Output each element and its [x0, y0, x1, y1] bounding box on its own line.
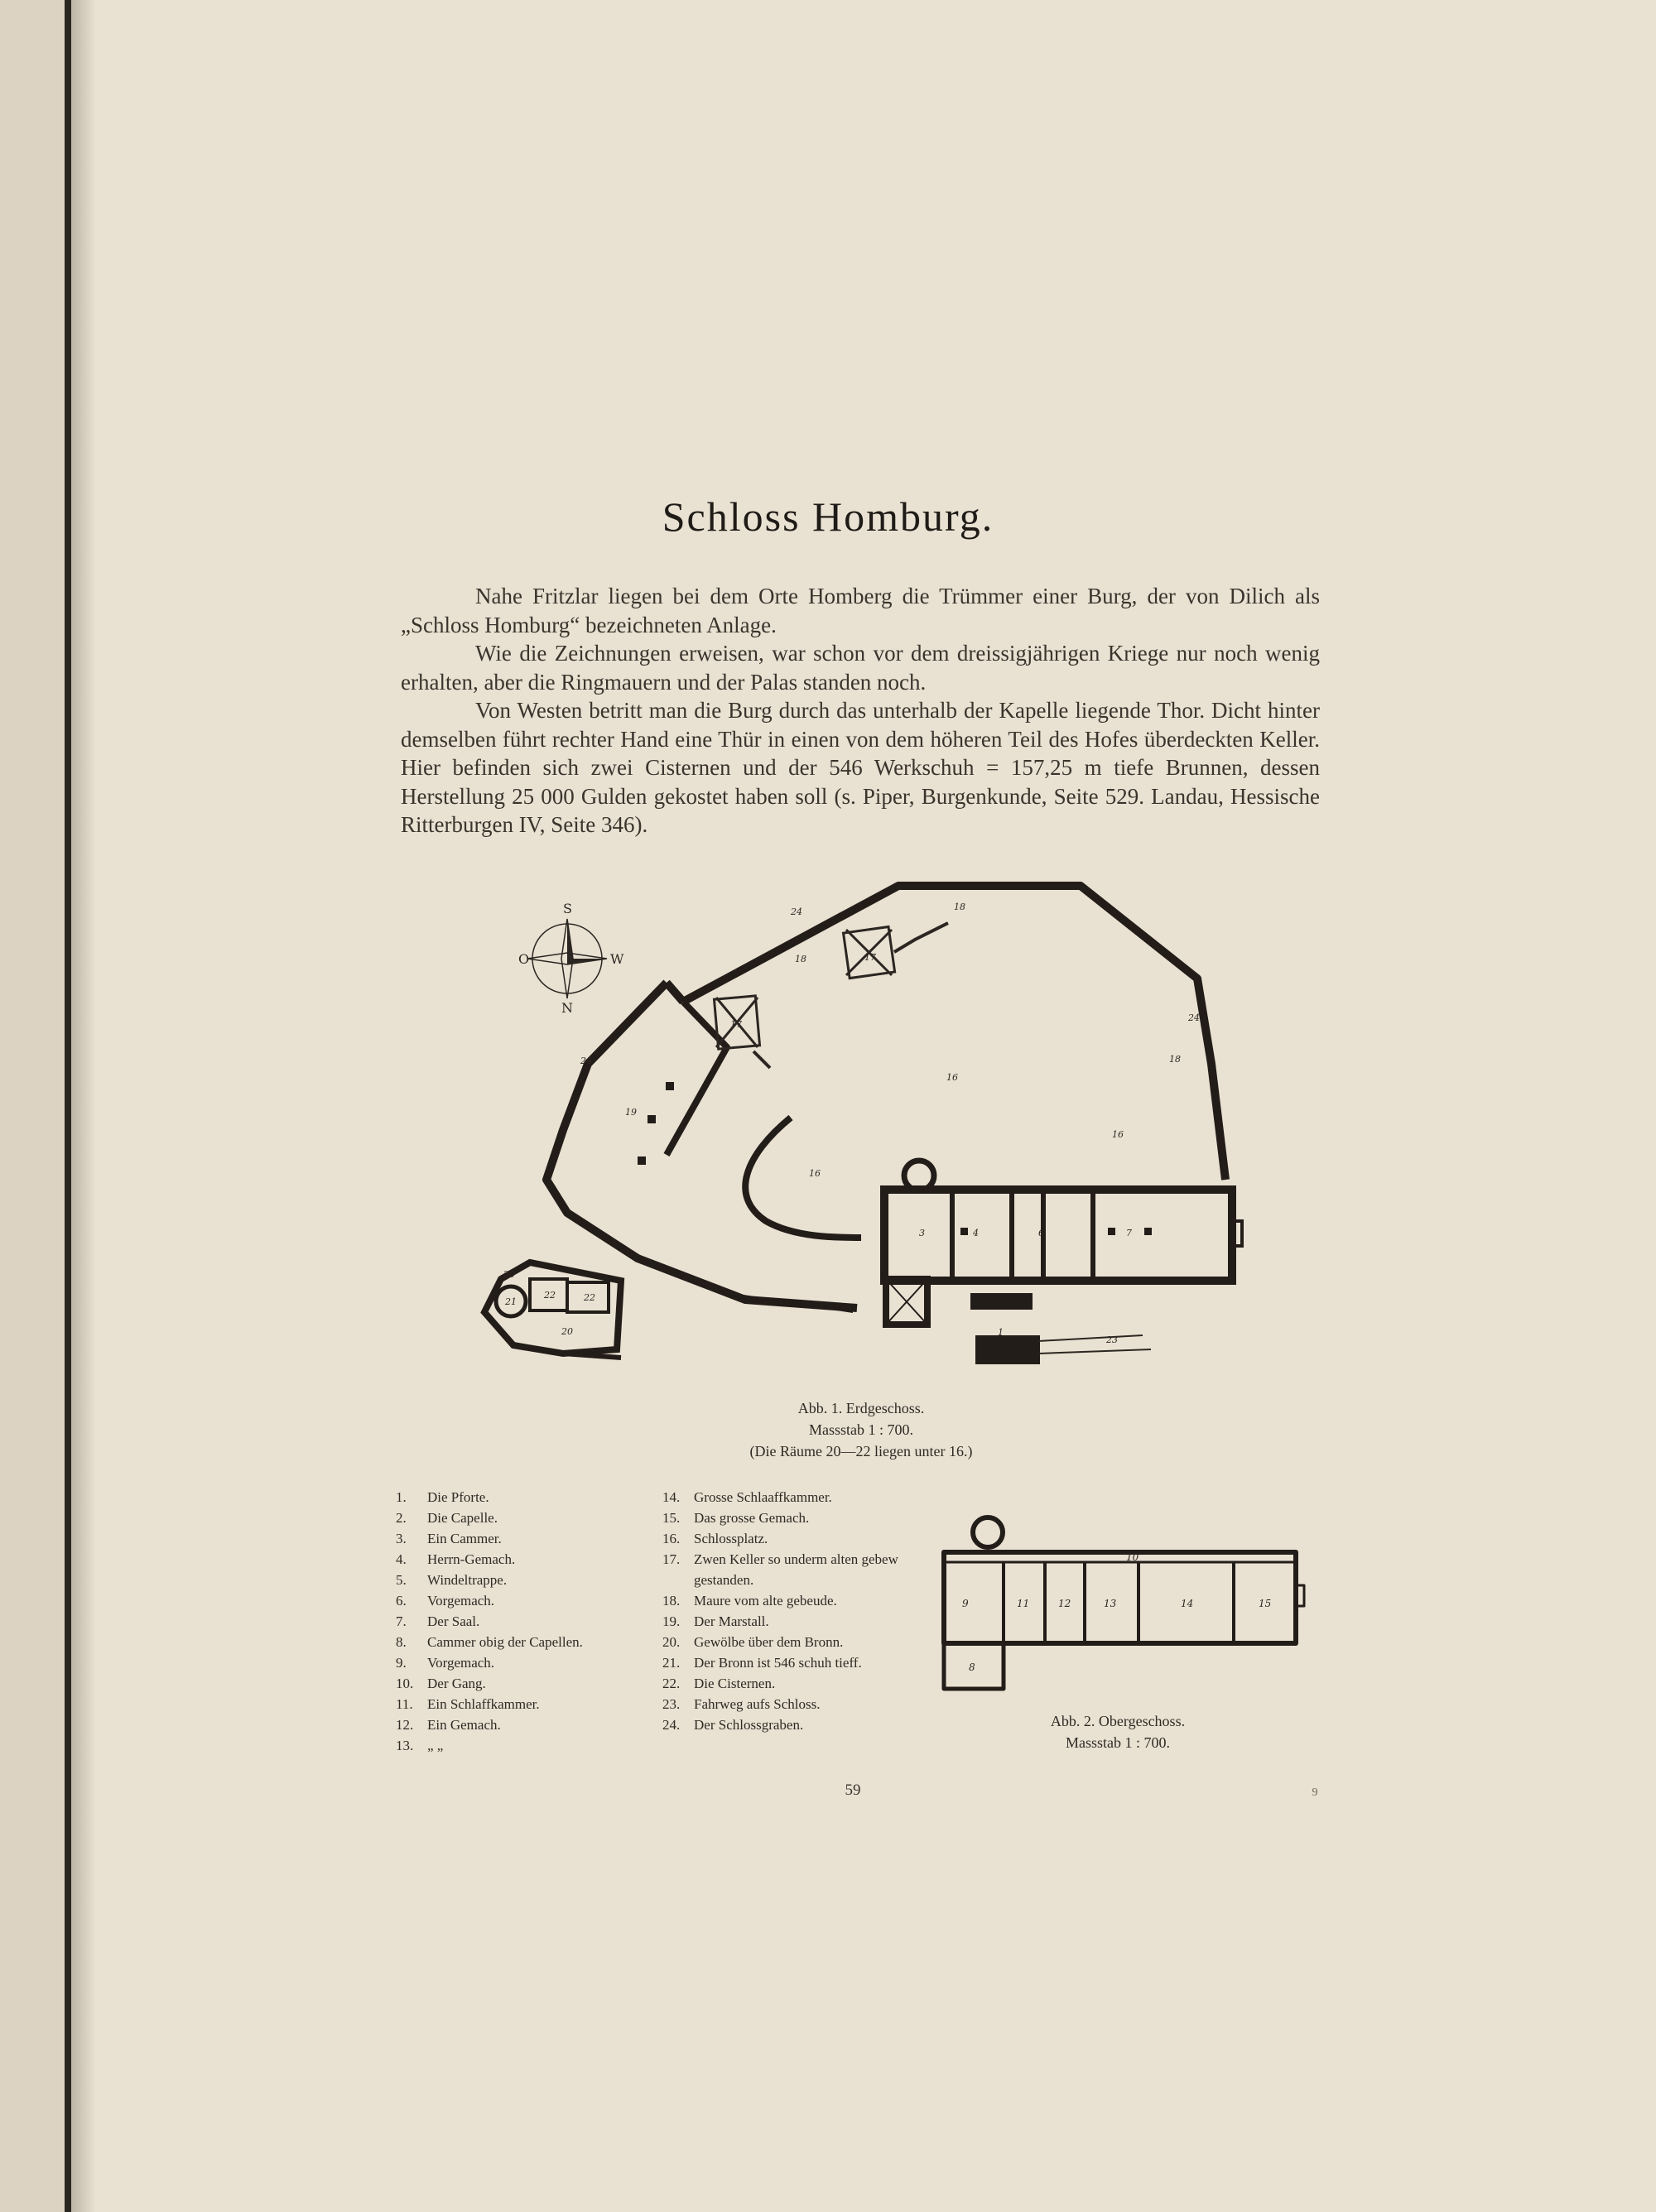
- paragraph: Wie die Zeichnungen erweisen, war schon …: [401, 641, 1320, 695]
- book-spine: [65, 0, 71, 2212]
- page-title: Schloss Homburg.: [662, 493, 994, 540]
- room-label: 24: [790, 906, 802, 917]
- paragraph: Von Westen betritt man die Burg durch da…: [401, 698, 1320, 837]
- legend-item: 10.Der Gang.: [396, 1676, 486, 1691]
- room-label: 17: [864, 952, 876, 963]
- room-label: 23: [1105, 1334, 1118, 1345]
- page-number: 59: [845, 1782, 861, 1799]
- legend-item: 4.Herrn-Gemach.: [396, 1551, 516, 1567]
- legend-item: 21.Der Bronn ist 546 schuh tieff.: [662, 1655, 862, 1671]
- room-label: 19: [625, 1107, 637, 1118]
- room-label: 16: [946, 1072, 958, 1083]
- room-label: 14: [1181, 1598, 1193, 1609]
- caption-line: Massstab 1 : 700.: [809, 1421, 913, 1438]
- legend-item: 23.Fahrweg aufs Schloss.: [662, 1696, 821, 1712]
- room-label: 1: [998, 1327, 1004, 1338]
- left-page-edge: [0, 0, 65, 2212]
- plan2-room-labels: 10 9 11 12 13 14 15 8: [962, 1551, 1271, 1673]
- figure1-caption: Abb. 1. Erdgeschoss. Massstab 1 : 700. (…: [629, 1397, 1093, 1462]
- compass-north: N: [561, 1000, 573, 1016]
- caption-line: Abb. 1. Erdgeschoss.: [797, 1400, 925, 1416]
- room-label: 24: [580, 1056, 592, 1066]
- legend-item: 5.Windeltrappe.: [396, 1572, 508, 1588]
- ground-floor-plan: S O W N: [480, 882, 1244, 1364]
- room-label: 24: [1187, 1012, 1200, 1023]
- room-label: 18: [1169, 1054, 1181, 1065]
- legend-item: 20.Gewölbe über dem Bronn.: [662, 1634, 844, 1650]
- outer-ring-wall: [542, 882, 1230, 1313]
- room-label: 4: [972, 1228, 979, 1238]
- figure2-caption: Abb. 2. Obergeschoss. Massstab 1 : 700.: [1010, 1710, 1225, 1753]
- legend-item: 19.Der Marstall.: [662, 1613, 769, 1629]
- room-label: 20: [561, 1326, 573, 1337]
- compass-east: O: [518, 951, 529, 967]
- paragraph: Nahe Fritzlar liegen bei dem Orte Homber…: [401, 584, 1320, 637]
- room-label: 20: [503, 1269, 515, 1280]
- legend-list-left: 1.Die Pforte. 2.Die Capelle. 3.Ein Camme…: [396, 1487, 636, 1756]
- room-label: 17: [730, 1019, 742, 1030]
- caption-line: Abb. 2. Obergeschoss.: [1050, 1713, 1186, 1729]
- room-label: 22: [583, 1292, 595, 1303]
- palace-pillars: [960, 1228, 1152, 1235]
- legend-item: 3.Ein Cammer.: [396, 1531, 502, 1546]
- room-label: 9: [962, 1598, 969, 1609]
- legend-item: 1.Die Pforte.: [396, 1489, 489, 1505]
- spine-shadow: [71, 0, 96, 2212]
- room-label: 21: [504, 1296, 517, 1307]
- gatehouse: [970, 1293, 1152, 1364]
- upper-floor-plan: 10 9 11 12 13 14 15 8: [941, 1515, 1306, 1691]
- legend-item: 18.Maure vom alte gebeude.: [662, 1593, 837, 1609]
- plan1-room-labels: 24 18 18 17 17 24 18 16 16 16 19 24 3 4 …: [503, 902, 1200, 1345]
- room-label: 13: [1104, 1598, 1117, 1609]
- legend-item: 17.Zwen Keller so underm alten gebew ges…: [662, 1551, 898, 1588]
- legend-list-middle: 14.Grosse Schlaaffkammer. 15.Das grosse …: [662, 1487, 911, 1735]
- legend-item: 2.Die Capelle.: [396, 1510, 498, 1526]
- compass-west: W: [610, 951, 624, 967]
- legend-item: 6.Vorgemach.: [396, 1593, 495, 1609]
- room-label: 10: [1126, 1551, 1139, 1563]
- legend-item: 11.Ein Schlaffkammer.: [396, 1696, 540, 1712]
- cellars: [712, 921, 949, 1070]
- legend-item: 13.„ „: [396, 1738, 444, 1753]
- legend-item: 7.Der Saal.: [396, 1613, 480, 1629]
- room-label: 7: [1126, 1228, 1132, 1238]
- legend-item: 22.Die Cisternen.: [662, 1676, 776, 1691]
- room-label: 3: [919, 1228, 925, 1238]
- stable-pillars: [638, 1082, 674, 1165]
- room-label: 16: [809, 1168, 821, 1179]
- room-label: 18: [954, 902, 965, 912]
- legend-item: 24.Der Schlossgraben.: [662, 1717, 804, 1733]
- well-cistern-vault: [480, 1258, 625, 1360]
- caption-line: (Die Räume 20—22 liegen unter 16.): [749, 1443, 973, 1459]
- palace-block: [880, 1157, 1244, 1328]
- legend-item: 15.Das grosse Gemach.: [662, 1510, 810, 1526]
- room-label: 15: [1259, 1598, 1271, 1609]
- room-label: 6: [1038, 1228, 1044, 1238]
- room-label: 22: [543, 1290, 556, 1301]
- room-label: 8: [969, 1661, 975, 1673]
- legend-item: 8.Cammer obig der Capellen.: [396, 1634, 583, 1650]
- compass-rose: S O W N: [518, 901, 624, 1016]
- legend-item: 16.Schlossplatz.: [662, 1531, 768, 1546]
- room-label: 18: [795, 954, 806, 964]
- body-text: Nahe Fritzlar liegen bei dem Orte Homber…: [401, 582, 1320, 839]
- legend-item: 9.Vorgemach.: [396, 1655, 495, 1671]
- sheet-number: 9: [1312, 1786, 1318, 1799]
- legend-item: 14.Grosse Schlaaffkammer.: [662, 1489, 832, 1505]
- room-label: 12: [1058, 1598, 1071, 1609]
- compass-south: S: [563, 901, 572, 916]
- caption-line: Massstab 1 : 700.: [1066, 1734, 1170, 1751]
- room-label: 16: [1112, 1129, 1124, 1140]
- legend-item: 12.Ein Gemach.: [396, 1717, 501, 1733]
- room-label: 11: [1017, 1598, 1029, 1609]
